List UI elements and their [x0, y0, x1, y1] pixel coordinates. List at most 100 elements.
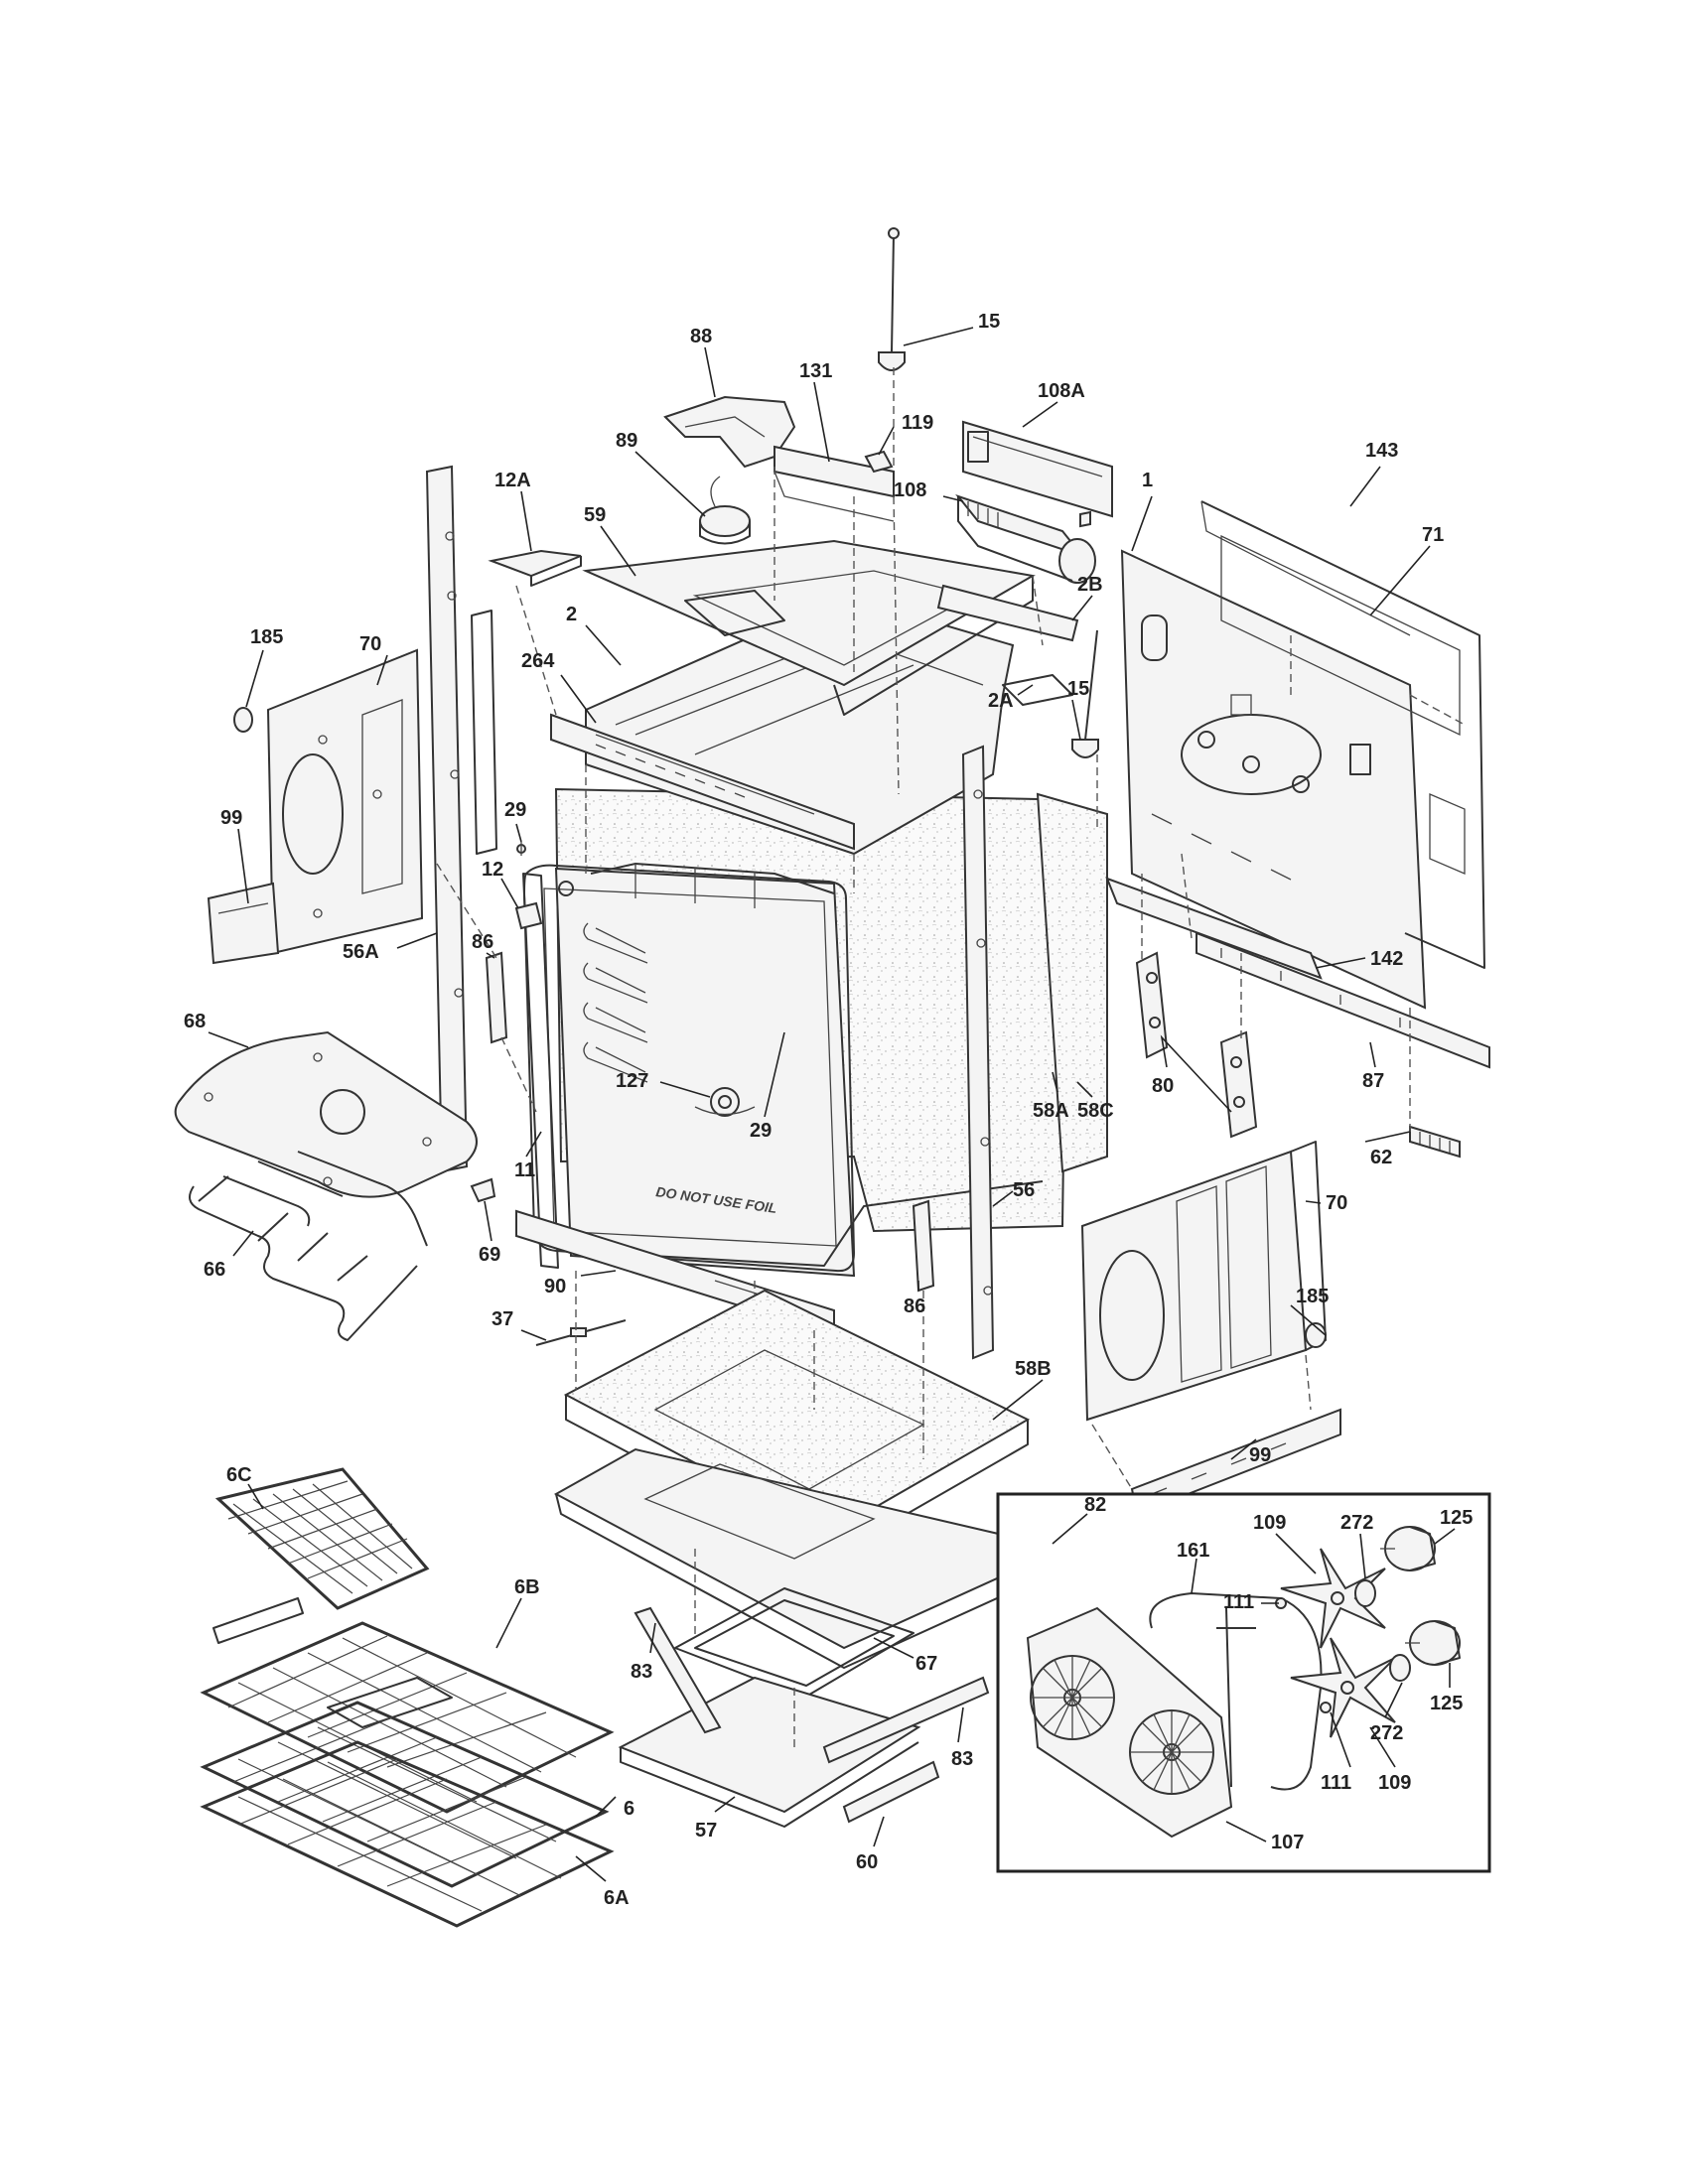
callout-12A: 12A: [494, 470, 531, 491]
oven-sensor-probe-15-top: [878, 227, 906, 371]
fan-cover-107: [1026, 1606, 1233, 1839]
callout-185-left: 185: [250, 626, 283, 648]
callout-143: 143: [1365, 440, 1398, 462]
callout-57: 57: [695, 1820, 717, 1842]
callout-82: 82: [1084, 1494, 1106, 1516]
callout-125-upper: 125: [1440, 1507, 1473, 1529]
nut-111-lower: [1320, 1702, 1332, 1713]
fan-blade-109-lower: [1290, 1637, 1396, 1738]
rack-support-ribs: [583, 922, 648, 1083]
side-rail-left-99: [207, 882, 280, 965]
side-strip-right-56: [961, 745, 995, 1360]
slide-rail-83-right: [822, 1676, 990, 1764]
fan-motor-125-upper: [1380, 1526, 1436, 1571]
side-strip-left-56A: [425, 465, 497, 1173]
callout-29-lower: 29: [750, 1120, 772, 1142]
callout-leaders: [208, 327, 1456, 1882]
callout-119: 119: [902, 412, 933, 434]
callout-70-right: 70: [1326, 1192, 1347, 1214]
callout-185-right: 185: [1296, 1286, 1329, 1307]
callout-60: 60: [856, 1851, 878, 1873]
callout-89: 89: [616, 430, 637, 452]
callout-107: 107: [1271, 1832, 1304, 1853]
callout-272-upper: 272: [1340, 1512, 1373, 1534]
callout-labels: 15 88 131 108A 119 89 108 12A 59 1 143 7…: [184, 311, 1473, 1909]
rear-panel-1: [1120, 549, 1427, 1010]
spacer-272-upper: [1354, 1579, 1376, 1607]
callout-2A: 2A: [988, 690, 1014, 712]
terminal-block-62: [1409, 1125, 1461, 1159]
oven-cavity-insulated-body: DO NOT USE FOIL: [522, 787, 1108, 1278]
callout-109-lower: 109: [1378, 1772, 1411, 1794]
callout-67: 67: [915, 1653, 937, 1675]
top-panel-assembly: [550, 539, 1079, 856]
hinge-receiver-86-right: [912, 1199, 935, 1293]
callout-6A: 6A: [604, 1887, 630, 1909]
fan-blade-109-upper: [1280, 1548, 1386, 1649]
callout-86-right: 86: [904, 1296, 925, 1317]
callout-87: 87: [1362, 1070, 1384, 1092]
callout-12: 12: [482, 859, 503, 881]
spacer-272-lower: [1389, 1654, 1411, 1682]
cooling-fan-motor-89: [699, 476, 751, 545]
callout-127: 127: [616, 1070, 648, 1092]
callout-108: 108: [894, 479, 926, 501]
callout-66: 66: [204, 1259, 225, 1281]
callout-142: 142: [1370, 948, 1403, 970]
callout-11: 11: [514, 1160, 535, 1181]
rear-rail-87: [1196, 931, 1490, 1069]
callout-58C: 58C: [1077, 1100, 1114, 1122]
callout-56A: 56A: [343, 941, 379, 963]
screw-29: [516, 842, 526, 856]
callout-2B: 2B: [1077, 574, 1103, 596]
sensor-probe-37: [535, 1319, 627, 1346]
support-bar-60: [842, 1760, 940, 1824]
bake-element-127: [694, 1087, 756, 1117]
callout-59: 59: [584, 504, 606, 526]
broil-element-66: [189, 1151, 428, 1341]
callout-58B: 58B: [1015, 1358, 1052, 1380]
callout-68: 68: [184, 1011, 206, 1032]
clip-143: [1079, 510, 1091, 528]
callout-69: 69: [479, 1244, 500, 1266]
oven-sensor-probe-15-right: [1071, 629, 1099, 758]
callout-88: 88: [690, 326, 712, 347]
bracket-69: [470, 1177, 496, 1203]
callout-83-left: 83: [631, 1661, 652, 1683]
assembly-reference-lines: [436, 367, 1466, 1747]
callout-15-right: 15: [1067, 678, 1089, 700]
callout-86-left: 86: [472, 931, 493, 953]
oven-light-12: [514, 881, 574, 930]
nut-185-left: [233, 707, 253, 733]
callout-99-left: 99: [220, 807, 242, 829]
convection-fan-inset: [996, 1492, 1491, 1873]
hinge-receiver-86-left: [485, 951, 508, 1044]
callout-62: 62: [1370, 1147, 1392, 1168]
callout-131: 131: [799, 360, 832, 382]
fan-motor-125-lower: [1405, 1620, 1461, 1666]
oven-rack-6A: [200, 1740, 615, 1928]
callout-90: 90: [544, 1276, 566, 1297]
rear-insulation-panel-71: [1200, 500, 1485, 969]
callout-56: 56: [1013, 1179, 1035, 1201]
callout-108A: 108A: [1038, 380, 1085, 402]
callout-264: 264: [521, 650, 555, 672]
callout-6: 6: [624, 1798, 634, 1820]
callout-58A: 58A: [1033, 1100, 1069, 1122]
callout-6B: 6B: [514, 1576, 540, 1598]
callout-109-upper: 109: [1253, 1512, 1286, 1534]
callout-71: 71: [1422, 524, 1444, 546]
oven-rack-6: [200, 1701, 610, 1888]
callout-2: 2: [566, 604, 577, 625]
fan-housing-108A: [962, 420, 1113, 518]
side-panel-left-70: [266, 648, 424, 955]
callout-1: 1: [1142, 470, 1153, 491]
mount-bracket-80: [1135, 951, 1258, 1139]
callout-29-upper: 29: [504, 799, 526, 821]
callout-15-top: 15: [978, 311, 1000, 333]
switch-119: [864, 450, 894, 474]
oven-rack-6C: [212, 1467, 430, 1644]
bracket-12A: [488, 549, 582, 587]
callout-99-right: 99: [1249, 1444, 1271, 1466]
